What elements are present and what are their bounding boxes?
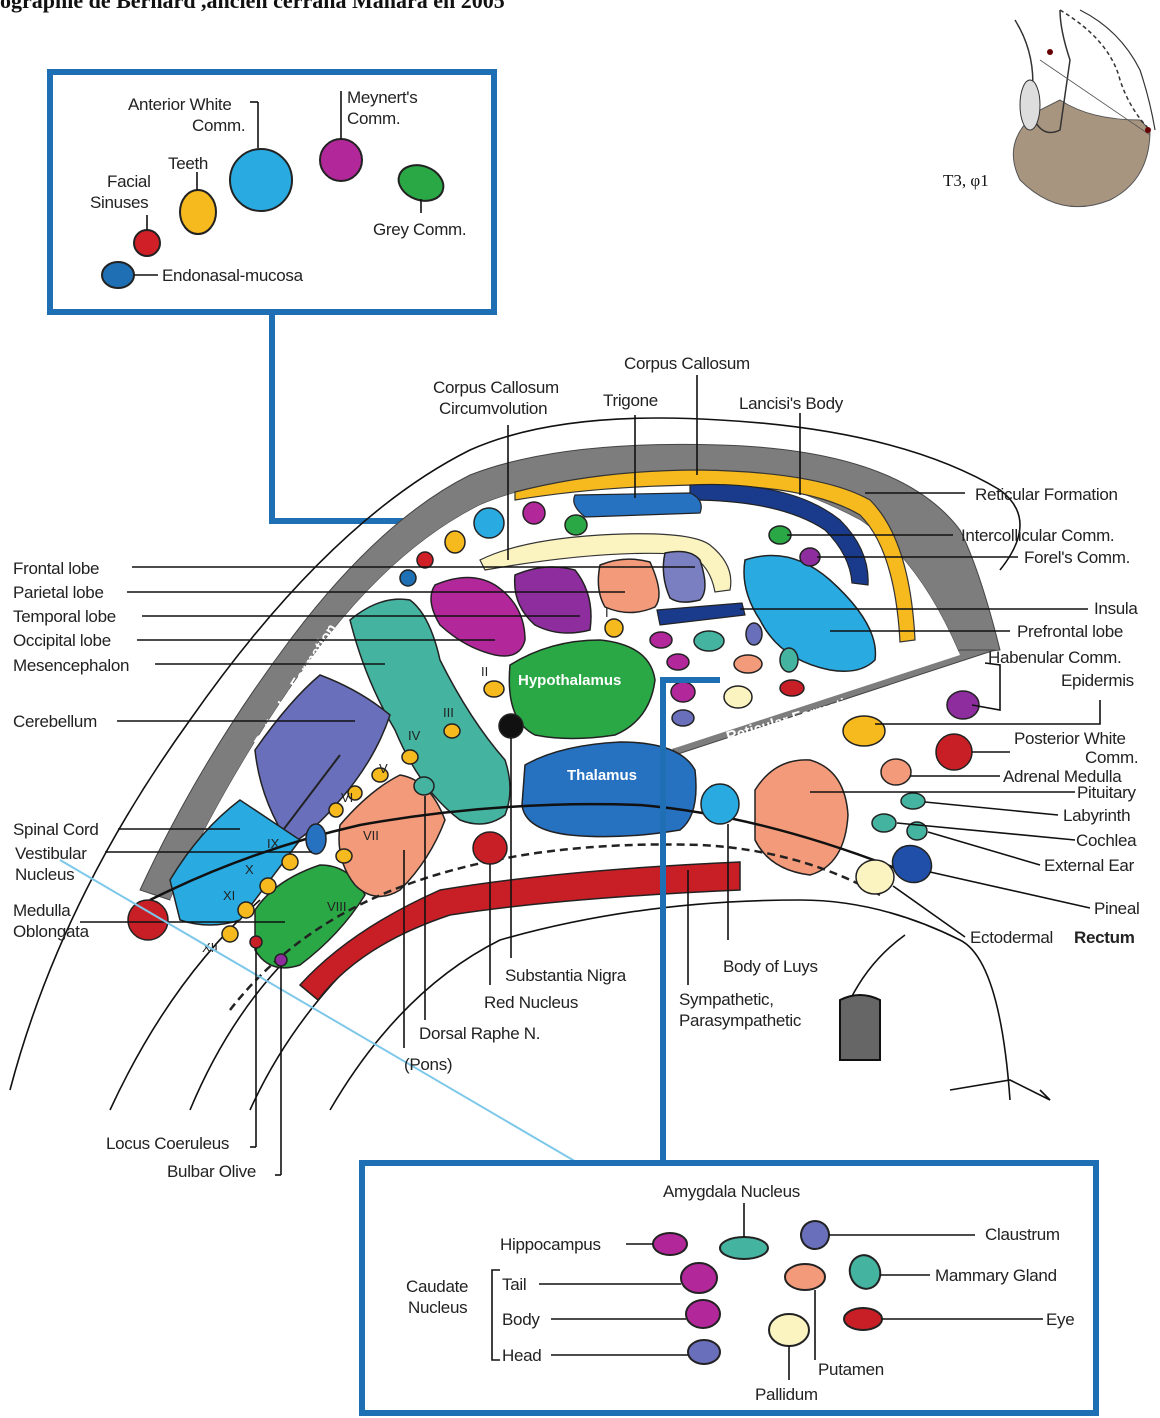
posterior-white-label-2: Comm. <box>1085 748 1138 767</box>
endonasal-marker <box>102 262 134 288</box>
vestibular-label-1: Vestibular <box>15 844 87 863</box>
putamen-label: Putamen <box>818 1360 884 1379</box>
roman-v: V <box>379 761 388 776</box>
tail-label: Tail <box>502 1275 526 1294</box>
epidermis-label: Epidermis <box>1061 671 1134 690</box>
habenular-label: Habenular Comm. <box>988 648 1121 667</box>
mesencephalon-label: Mesencephalon <box>13 656 129 675</box>
eye-label: Eye <box>1046 1310 1074 1329</box>
sympathetic-label-2: Parasympathetic <box>679 1011 802 1030</box>
temporal-lobe-label: Temporal lobe <box>13 607 116 626</box>
claustrum-label: Claustrum <box>985 1225 1060 1244</box>
facial-label-1: Facial <box>107 172 151 191</box>
pons-label: (Pons) <box>404 1055 452 1074</box>
amygdala-label: Amygdala Nucleus <box>663 1182 800 1201</box>
medulla-label-2: Oblongata <box>13 922 90 941</box>
teeth-marker <box>180 190 216 234</box>
roman-i: I <box>605 605 609 620</box>
anterior-white-label-1: Anterior White <box>128 95 232 114</box>
teeth-label: Teeth <box>168 154 208 173</box>
head-label: Head <box>502 1346 541 1365</box>
roman-ix: IX <box>267 836 280 851</box>
frontal-lobe-label: Frontal lobe <box>13 559 99 578</box>
roman-vi: VI <box>341 790 353 805</box>
dorsal-raphe-label: Dorsal Raphe N. <box>419 1024 540 1043</box>
spinal-cord-label: Spinal Cord <box>13 820 99 839</box>
ectodermal-label: Ectodermal <box>970 928 1053 947</box>
posterior-white-label-1: Posterior White <box>1014 729 1126 748</box>
lancisi-label: Lancisi's Body <box>739 394 844 413</box>
grey-comm-label: Grey Comm. <box>373 220 466 239</box>
external-ear-label: External Ear <box>1044 856 1135 875</box>
pineal-label: Pineal <box>1094 899 1139 918</box>
mammary-gland-label: Mammary Gland <box>935 1266 1057 1285</box>
bulbar-olive-label: Bulbar Olive <box>167 1162 256 1181</box>
bottom-bulb <box>840 995 880 1060</box>
pituitary-label: Pituitary <box>1077 783 1137 802</box>
sympathetic-label-1: Sympathetic, <box>679 990 774 1009</box>
trigone-shape <box>574 493 702 517</box>
hypothalamus-shape <box>509 640 655 739</box>
facial-sinuses-marker <box>134 230 160 256</box>
thalamus-label: Thalamus <box>567 767 637 784</box>
reticular-formation-label: Reticular Formation <box>975 485 1118 504</box>
cerebellum-label: Cerebellum <box>13 712 97 731</box>
corner-thumbnail <box>1013 10 1155 207</box>
bottom-inset-markers <box>653 1217 885 1364</box>
forel-label: Forel's Comm. <box>1024 548 1130 567</box>
roman-xi: XI <box>223 888 235 903</box>
thalamus-shape <box>522 742 696 837</box>
pituitary-shape <box>755 760 848 875</box>
roman-vii: VII <box>363 828 379 843</box>
facial-label-2: Sinuses <box>90 193 148 212</box>
rectum-label: Rectum <box>1074 928 1135 947</box>
roman-viii: VIII <box>327 899 347 914</box>
red-nucleus-label: Red Nucleus <box>484 993 578 1012</box>
occipital-lobe-shape <box>663 552 705 603</box>
intercollicular-label: Intercollicular Comm. <box>961 526 1114 545</box>
hypothalamus-label: Hypothalamus <box>518 672 621 689</box>
substantia-nigra-label: Substantia Nigra <box>505 966 627 985</box>
occipital-lobe-label: Occipital lobe <box>13 631 111 650</box>
pallidum-label: Pallidum <box>755 1385 818 1404</box>
vestibular-label-2: Nucleus <box>15 865 74 884</box>
cc-circ-label-2: Circumvolution <box>439 399 547 418</box>
hippocampus-label: Hippocampus <box>500 1235 601 1254</box>
labyrinth-label: Labyrinth <box>1063 806 1130 825</box>
endonasal-label: Endonasal-mucosa <box>162 266 304 285</box>
meynert-label-2: Comm. <box>347 109 400 128</box>
caudate-label-1: Caudate <box>406 1277 468 1296</box>
meynert-comm-marker <box>320 139 362 181</box>
parietal-lobe-label: Parietal lobe <box>13 583 104 602</box>
top-inset-connector <box>272 312 455 521</box>
caudate-label-2: Nucleus <box>408 1298 467 1317</box>
trigone-label: Trigone <box>603 391 658 410</box>
corner-caption: T3, φ1 <box>943 171 989 190</box>
anterior-white-label-2: Comm. <box>192 116 245 135</box>
corpus-callosum-label: Corpus Callosum <box>624 354 750 373</box>
body-luys-label: Body of Luys <box>723 957 818 976</box>
cochlea-label: Cochlea <box>1076 831 1137 850</box>
meynert-label-1: Meynert's <box>347 88 417 107</box>
body-label: Body <box>502 1310 540 1329</box>
roman-iv: IV <box>408 728 421 743</box>
cc-circ-label-1: Corpus Callosum <box>433 378 559 397</box>
insula-label: Insula <box>1094 599 1138 618</box>
roman-x: X <box>245 862 254 877</box>
prefrontal-label: Prefrontal lobe <box>1017 622 1123 641</box>
locus-coeruleus-label: Locus Coeruleus <box>106 1134 229 1153</box>
roman-ii: II <box>481 664 488 679</box>
medulla-label-1: Medulla <box>13 901 71 920</box>
page-title: ographie de Bernard ,ancien cerrana Mana… <box>0 0 505 13</box>
roman-iii: III <box>443 705 454 720</box>
anterior-white-comm-marker <box>230 149 292 211</box>
